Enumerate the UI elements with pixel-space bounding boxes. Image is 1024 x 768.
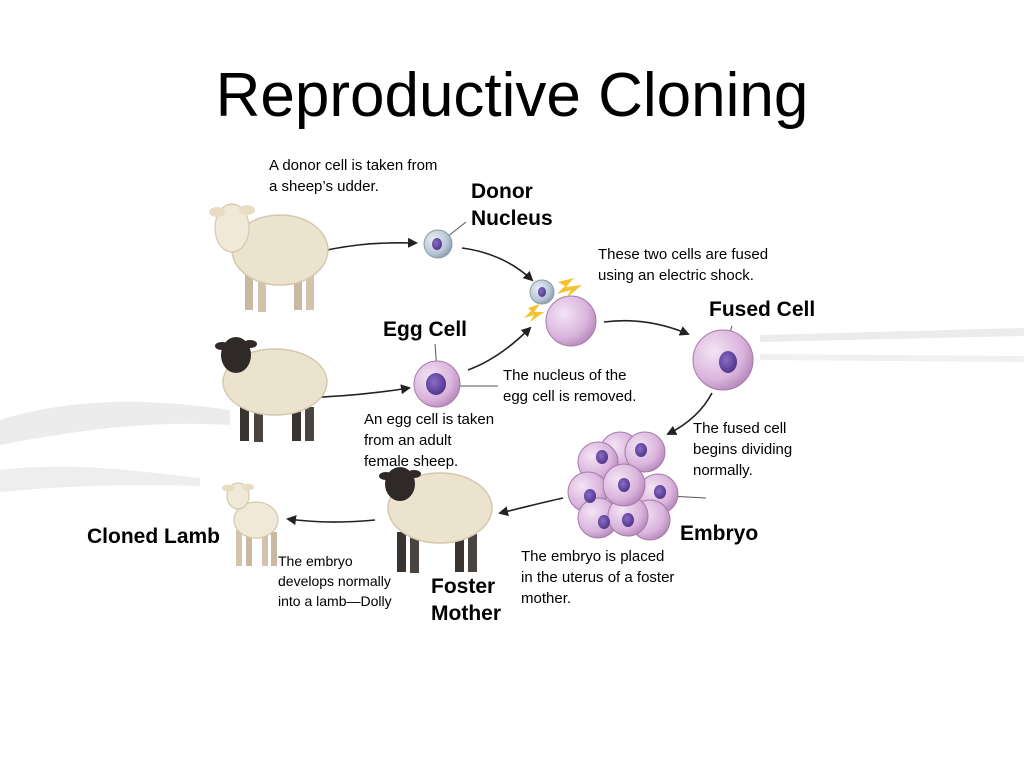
label-fused-cell: Fused Cell xyxy=(709,298,816,321)
arrow-egg-to-fused xyxy=(467,326,532,371)
caption-nucleus-removed-line2: egg cell is removed. xyxy=(503,388,637,405)
caption-egg-taken-line3: female sheep. xyxy=(364,453,459,470)
label-egg-cell: Egg Cell xyxy=(383,318,468,341)
arrow-embryo-to-foster xyxy=(498,497,564,517)
pointer-donor-nucleus xyxy=(446,221,467,238)
label-foster-mother: Foster Mother xyxy=(431,573,501,627)
label-foster-mother-line2: Mother xyxy=(431,602,501,625)
black-face-sheep-icon xyxy=(215,337,328,442)
arrow-foster-to-lamb xyxy=(286,515,376,526)
electric-spark-icon xyxy=(524,278,582,322)
label-cloned-lamb: Cloned Lamb xyxy=(87,525,221,548)
page-title: Reproductive Cloning xyxy=(215,61,809,130)
arrow-fused-to-fusedcell xyxy=(603,319,690,336)
label-donor-nucleus-line2: Nucleus xyxy=(471,207,553,230)
arrow-fusedcell-to-embryo xyxy=(666,392,713,435)
caption-donor-line1: A donor cell is taken from xyxy=(269,157,438,174)
caption-develops-line2: develops normally xyxy=(278,573,391,589)
caption-donor: A donor cell is taken from a sheep’s udd… xyxy=(269,155,437,197)
label-embryo: Embryo xyxy=(680,522,759,545)
foster-mother-sheep-icon xyxy=(379,467,493,573)
caption-embryo-placed-line1: The embryo is placed xyxy=(521,548,665,565)
caption-egg-taken-line2: from an adult xyxy=(364,432,452,449)
egg-cell-icon xyxy=(413,360,461,408)
cloned-lamb-icon xyxy=(222,482,279,566)
label-foster-mother-line1: Foster xyxy=(431,575,496,598)
embryo-icon xyxy=(567,431,679,541)
fusion-cells-icon xyxy=(529,279,597,347)
label-donor-nucleus-line1: Donor xyxy=(471,180,533,203)
caption-nucleus-removed: The nucleus of the egg cell is removed. xyxy=(503,365,636,407)
caption-nucleus-removed-line1: The nucleus of the xyxy=(503,367,627,384)
caption-dividing-line2: begins dividing xyxy=(693,441,793,458)
fused-cell-icon xyxy=(692,329,754,391)
caption-embryo-placed-line3: mother. xyxy=(521,590,572,607)
caption-dividing-line1: The fused cell xyxy=(693,420,787,437)
caption-develops: The embryo develops normally into a lamb… xyxy=(278,551,392,611)
donor-cell-icon xyxy=(423,229,453,259)
caption-egg-taken: An egg cell is taken from an adult femal… xyxy=(364,409,494,472)
caption-donor-line2: a sheep’s udder. xyxy=(269,178,379,195)
caption-develops-line1: The embryo xyxy=(278,553,353,569)
caption-fuse-line1: These two cells are fused xyxy=(598,246,769,263)
caption-dividing: The fused cell begins dividing normally. xyxy=(693,418,792,481)
caption-fuse: These two cells are fused using an elect… xyxy=(598,244,768,286)
white-face-sheep-icon xyxy=(209,203,329,312)
caption-embryo-placed: The embryo is placed in the uterus of a … xyxy=(521,546,674,609)
caption-develops-line3: into a lamb—Dolly xyxy=(278,593,392,609)
caption-embryo-placed-line2: in the uterus of a foster xyxy=(521,569,675,586)
caption-dividing-line3: normally. xyxy=(693,462,753,479)
caption-egg-taken-line1: An egg cell is taken xyxy=(364,411,495,428)
arrow-donor-to-fused xyxy=(461,247,534,282)
label-donor-nucleus: Donor Nucleus xyxy=(471,178,553,232)
caption-fuse-line2: using an electric shock. xyxy=(598,267,754,284)
